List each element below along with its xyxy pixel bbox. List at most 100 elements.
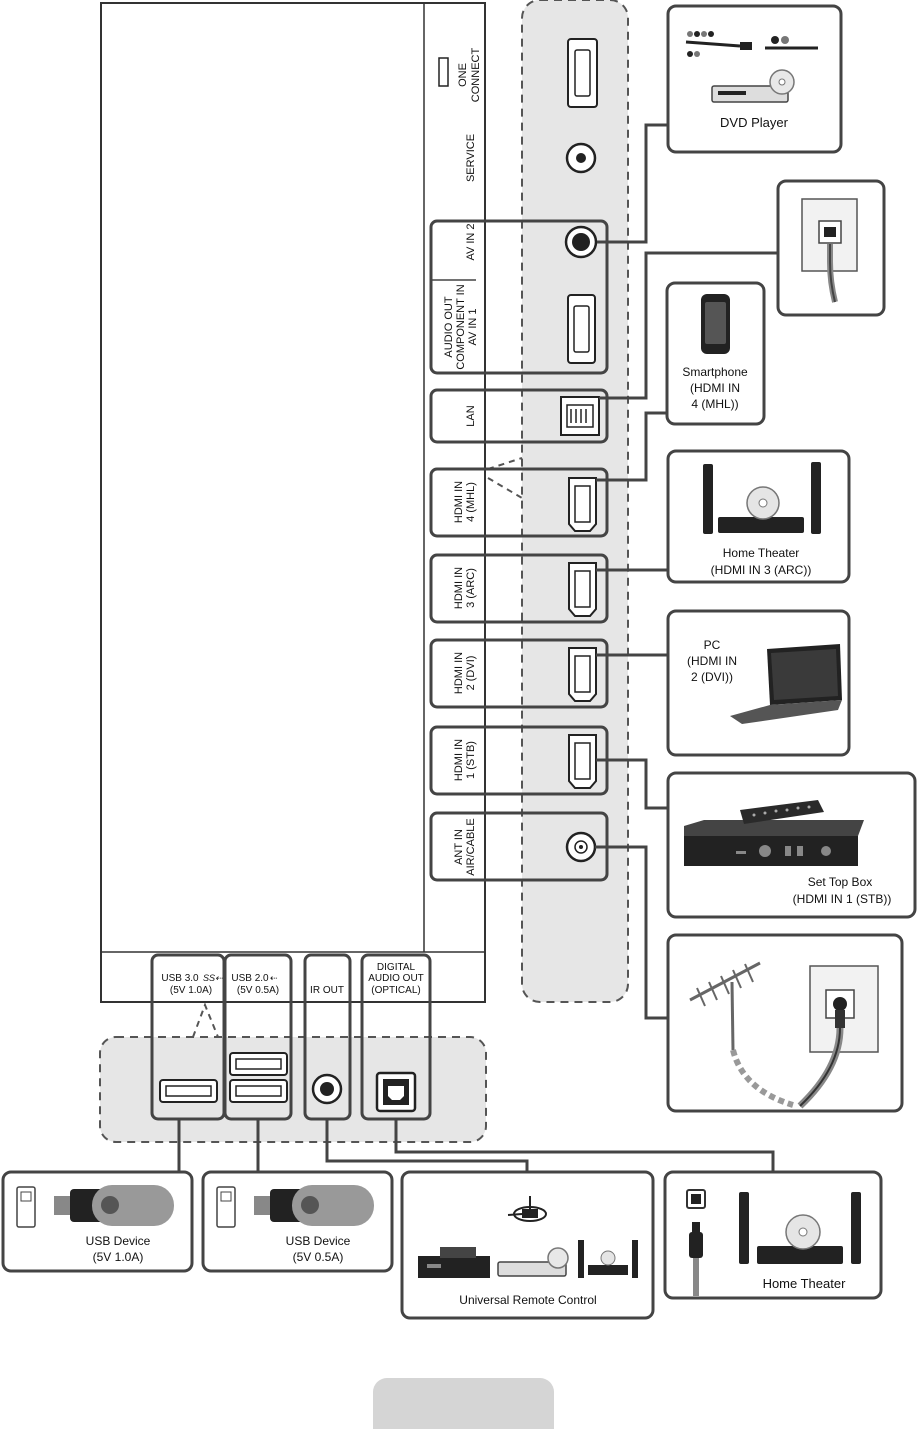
page-tab [373,1378,554,1429]
hdmi3-label-line1: HDMI IN [453,567,465,609]
usb3-ss-icon: SS⇠ [203,973,223,983]
coax-wall-outlet-icon [797,965,879,1109]
ir-out-label: IR OUT [310,985,344,996]
dvd-player-box [666,4,843,154]
usb2-symbol-icon: ⇠ [270,973,278,983]
hdmi1-port [568,734,597,789]
wire-antenna [595,845,668,1020]
wire-lan [599,251,778,400]
hdmi4-port [568,477,597,532]
hdmi3-label-line2: 3 (ARC) [465,568,477,608]
hdmi1-label-line1: HDMI IN [453,739,465,781]
optical-cable-icon [686,1189,706,1296]
wire-smartphone [596,411,667,482]
av-in-2-label: AV IN 2 [465,223,477,260]
universal-remote-box [400,1170,655,1320]
usb3-rating-label: (5V 1.0A) [170,985,212,996]
label-one-connect: ONE CONNECT [438,48,482,103]
one-connect-port [567,38,598,108]
lan-port [560,396,600,436]
wire-optical [394,1119,775,1172]
mini-home-theater-icon [578,1240,638,1278]
one-connect-label-line1: ONE [457,63,469,87]
optical-label-line1: DIGITAL [377,962,416,973]
set-top-box-label-line1: Set Top Box [808,875,873,889]
component-in-label: COMPONENT IN [455,284,467,369]
hdmi4-label-line1: HDMI IN [453,481,465,523]
set-top-box-label-line2: (HDMI IN 1 (STB)) [793,892,892,906]
usb-flash-drive-icon-1 [54,1185,174,1226]
pc-label-line2: (HDMI IN [687,654,737,668]
pc-label-line3: 2 (DVI)) [691,670,733,684]
ant-label-line2: AIR/CABLE [465,818,477,875]
optical-label-line2: AUDIO OUT [368,973,424,984]
dvd-player-label: DVD Player [720,115,789,130]
dvd-player-icon [711,69,795,103]
home-theater-arc-label-line1: Home Theater [723,546,799,560]
usb-flash-drive-icon-2 [254,1185,374,1226]
antenna-jack [565,831,597,863]
hdmi2-group-frame [429,638,609,709]
home-theater-system-icon [739,1192,861,1264]
optical-port [375,1071,417,1113]
usb3-port [159,1079,218,1103]
smartphone-label-line3: 4 (MHL)) [691,397,738,411]
av-in-1-label: AV IN 1 [467,308,479,345]
usb-device-1-label-line1: USB Device [86,1234,151,1248]
dvd-device-icon [497,1247,569,1277]
hdmi4-group-frame [429,467,609,538]
ant-label-line1: ANT IN [453,829,465,865]
remote-control-icon [740,800,824,824]
usb-device-2-label-line1: USB Device [286,1234,351,1248]
wire-stb [596,758,668,810]
hdmi4-label-line2: 4 (MHL) [465,482,477,522]
universal-remote-label: Universal Remote Control [459,1293,596,1307]
cable-box-icon [418,1247,490,1278]
set-top-box-icon [684,820,864,866]
usb-symbol-icon-2 [216,1186,236,1228]
service-jack [565,142,597,174]
hdmi2-port [568,647,597,702]
smartphone-label-line2: (HDMI IN [690,381,740,395]
usb2-rating-label: (5V 0.5A) [237,985,279,996]
usb2-port-bottom [229,1079,288,1103]
usb-symbol-icon-1 [16,1186,36,1228]
component-port [567,294,596,364]
tv-back-panel [100,2,486,1003]
av-in-2-jack [564,225,598,259]
lan-label: LAN [465,405,477,426]
lan-group-frame [429,388,609,444]
home-theater-box [663,1170,883,1300]
audio-out-label: AUDIO OUT [443,296,455,357]
service-label: SERVICE [465,134,477,182]
optical-label-line3: (OPTICAL) [371,985,420,996]
one-connect-label-line2: CONNECT [470,48,482,103]
pc-label-line1: PC [704,638,721,652]
ir-out-jack [311,1073,343,1105]
home-theater-arc-label-line2: (HDMI IN 3 (ARC)) [711,563,812,577]
hdmi2-label-line2: 2 (DVI) [465,656,477,691]
usb2-port-top [229,1052,288,1076]
av-group-frame [429,219,609,375]
wire-dvd [597,123,668,244]
antenna-icon [689,961,794,1108]
smartphone-icon [701,294,730,354]
usb-device-2-label-line2: (5V 0.5A) [293,1250,344,1264]
smartphone-label-line1: Smartphone [682,365,748,379]
bottom-jack-panel [99,1036,487,1143]
hdmi1-label-line2: 1 (STB) [465,741,477,779]
wire-ir-out [325,1119,529,1172]
home-theater-icon [703,462,821,534]
av-cable-icon [685,31,818,57]
ir-blaster-icon [507,1196,547,1222]
laptop-icon [730,644,842,724]
home-theater-label: Home Theater [763,1276,847,1291]
usb2-label: USB 2.0 [231,973,269,984]
usb3-label: USB 3.0 [161,973,199,984]
usb-device-1-label-line2: (5V 1.0A) [93,1250,144,1264]
hdmi3-port [568,562,597,617]
hdmi3-group-frame [429,553,609,624]
ethernet-wall-jack-icon [801,198,858,303]
hdmi2-label-line1: HDMI IN [453,652,465,694]
